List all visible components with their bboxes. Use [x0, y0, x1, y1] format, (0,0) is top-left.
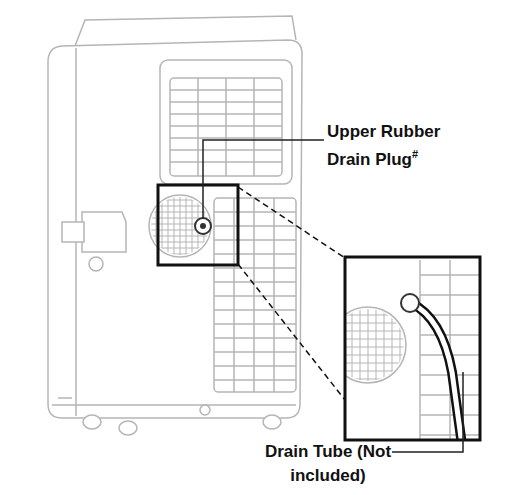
footnote-mark: # — [412, 148, 418, 160]
zoom-dashed-line — [238, 187, 345, 258]
part-name: Upper Rubber Drain Plug — [327, 122, 440, 169]
zoom-frame — [158, 185, 238, 265]
part-name: Drain Tube (Not included) — [265, 442, 391, 485]
callout-label: Upper Rubber Drain Plug# — [327, 118, 467, 174]
callout-label: Drain Tube (Not included) — [263, 440, 393, 488]
drain-plug — [195, 218, 211, 234]
zoom-detail — [345, 260, 480, 440]
zoom-frame — [345, 257, 480, 440]
drain-plug-center — [200, 223, 206, 229]
unit-outline — [48, 16, 302, 435]
leader-line — [392, 372, 463, 452]
zoom-dashed-line — [238, 264, 345, 400]
leader-line — [203, 140, 324, 218]
